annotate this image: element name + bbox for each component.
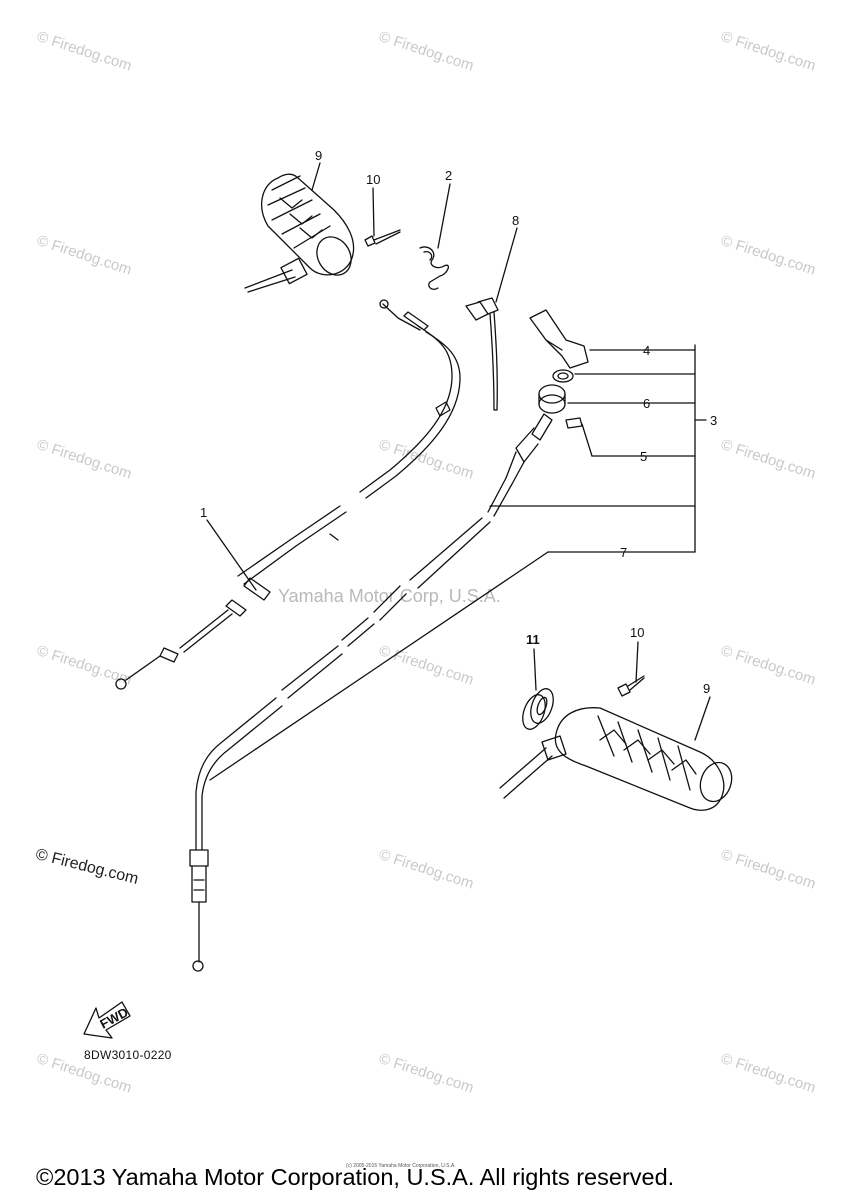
- callout-label: 3: [710, 413, 717, 428]
- screw-top: [364, 229, 401, 247]
- callout-label: 4: [643, 343, 650, 358]
- clip: [419, 246, 449, 290]
- part-code: 8DW3010-0220: [84, 1048, 172, 1062]
- fwd-arrow-icon: [83, 1001, 131, 1039]
- copyright: ©2013 Yamaha Motor Corporation, U.S.A. A…: [36, 1164, 675, 1190]
- cable-tie: [465, 297, 499, 411]
- callout-label: 11: [526, 632, 540, 647]
- throttle-lever: [529, 309, 589, 369]
- callout-label: 8: [512, 213, 519, 228]
- screw-bottom: [617, 675, 645, 697]
- choke-cable: [189, 413, 553, 972]
- pin: [565, 417, 583, 429]
- grip-left: [244, 173, 355, 293]
- callout-bracket: [489, 344, 707, 553]
- callout-label: 9: [315, 148, 322, 163]
- callout-label: 9: [703, 681, 710, 696]
- washer: [552, 369, 574, 383]
- fwd-label: FWD: [97, 1005, 130, 1032]
- callout-label: 6: [643, 396, 650, 411]
- callout-label: 10: [630, 625, 644, 640]
- callout-label: 10: [366, 172, 380, 187]
- fine-print: (c) 2005-2015 Yamaha Motor Corporation, …: [346, 1163, 456, 1169]
- grip-right: [499, 707, 733, 811]
- bushing: [538, 384, 566, 414]
- collar: [522, 688, 554, 730]
- callout-label: 5: [640, 449, 647, 464]
- throttle-cable: [115, 299, 461, 690]
- callout-label: 2: [445, 168, 452, 183]
- callout-label: 1: [200, 505, 207, 520]
- callout-label: 7: [620, 545, 627, 560]
